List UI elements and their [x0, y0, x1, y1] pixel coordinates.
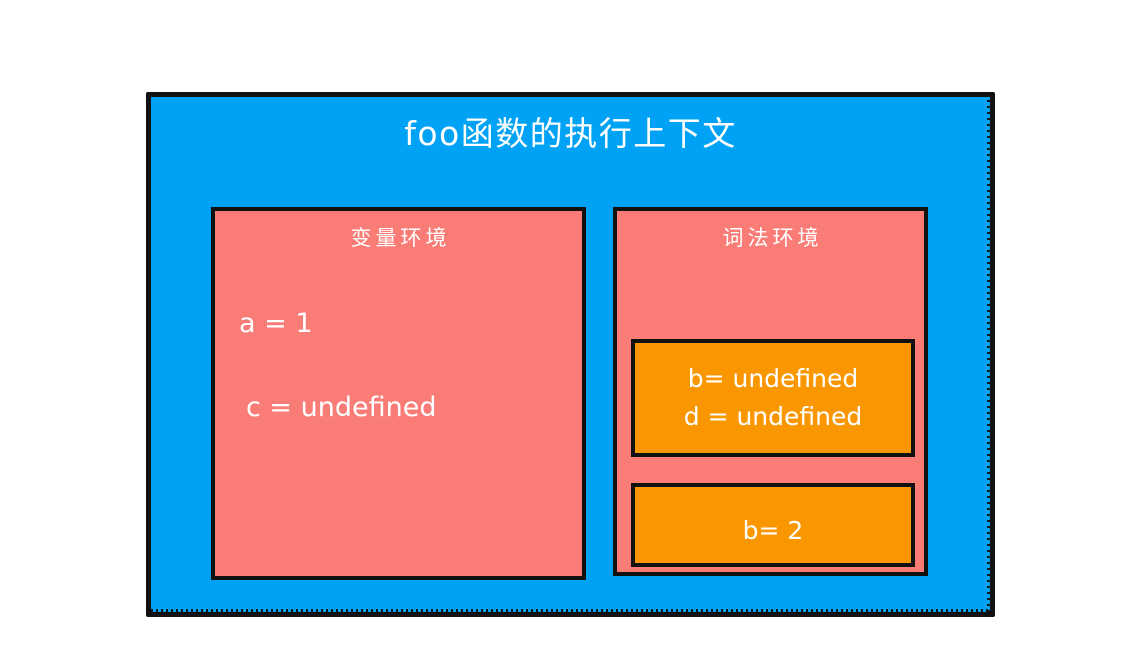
lexical-environment-panel: 词法环境 b= undefined d = undefined b= 2	[613, 207, 928, 576]
execution-context-container: foo函数的执行上下文 变量环境 a = 1 c = undefined 词法环…	[146, 92, 995, 617]
binding-row: b= undefined	[687, 364, 859, 393]
lexical-environment-title: 词法环境	[722, 226, 823, 250]
binding-row: a = 1	[239, 308, 313, 339]
lexical-binding-block: b= undefined d = undefined	[631, 339, 915, 457]
variable-environment-bindings: a = 1 c = undefined	[237, 307, 572, 425]
binding-row: c = undefined	[246, 392, 437, 423]
execution-context-title: foo函数的执行上下文	[404, 114, 737, 153]
binding-row: d = undefined	[683, 402, 863, 431]
lexical-binding-block: b= 2	[631, 483, 915, 567]
variable-environment-title: 变量环境	[350, 226, 451, 250]
variable-environment-panel: 变量环境 a = 1 c = undefined	[211, 207, 586, 580]
binding-row: b= 2	[742, 516, 804, 545]
